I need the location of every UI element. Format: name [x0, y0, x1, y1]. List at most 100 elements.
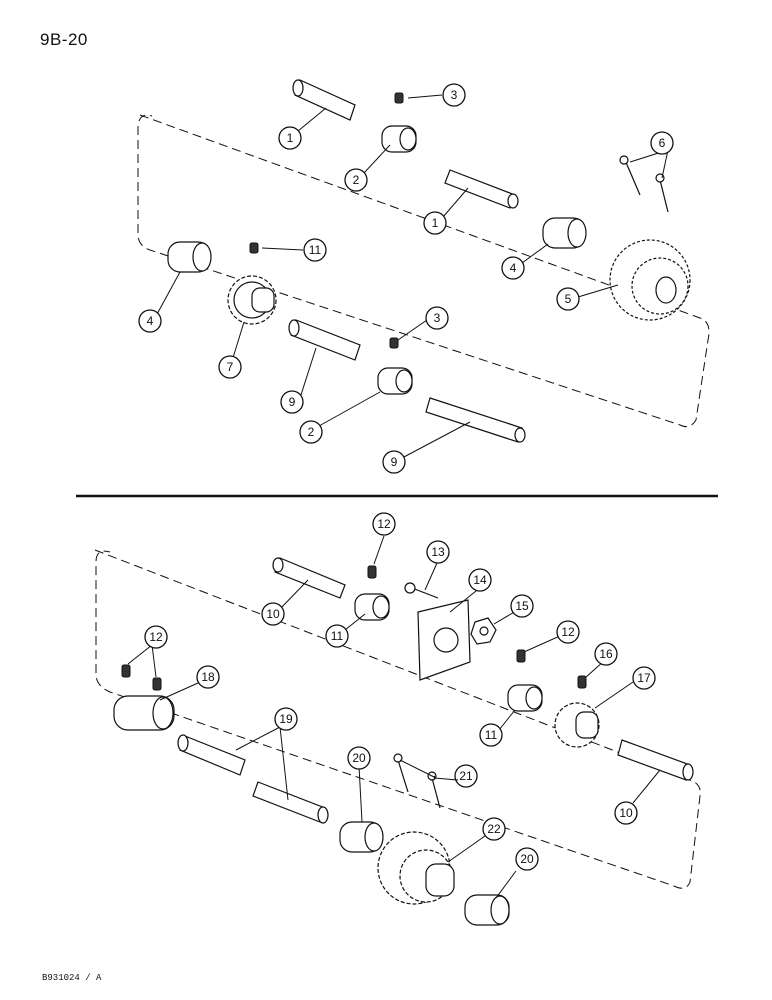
svg-text:4: 4 — [147, 314, 154, 328]
sprocket-part-22 — [377, 831, 455, 905]
callout-20-lower: 20 — [515, 847, 539, 871]
shaft-part-10-lower — [617, 739, 694, 781]
callout-5: 5 — [556, 287, 580, 311]
svg-text:7: 7 — [227, 360, 234, 374]
callout-12-left: 12 — [144, 625, 168, 649]
callout-6: 6 — [650, 131, 674, 155]
callout-4-left: 4 — [138, 309, 162, 333]
shaft-part-10-upper — [272, 557, 346, 599]
sprocket-part-5 — [609, 239, 691, 321]
bushing-part-20-lower — [464, 894, 510, 926]
setscrew-part-12-left-a — [121, 664, 131, 678]
setscrew-part-11-top — [249, 242, 259, 254]
callout-12-top: 12 — [372, 512, 396, 536]
callout-9-upper: 9 — [280, 390, 304, 414]
callout-20-upper: 20 — [347, 746, 371, 770]
callout-13: 13 — [426, 540, 450, 564]
callout-1-upper: 1 — [278, 126, 302, 150]
sprocket-part-17 — [554, 702, 600, 748]
svg-text:22: 22 — [487, 822, 501, 836]
setscrew-part-16 — [577, 675, 587, 689]
callout-2-upper: 2 — [344, 168, 368, 192]
setscrew-part-12-top — [367, 565, 377, 579]
coupler-part-18 — [113, 695, 175, 731]
callout-21: 21 — [454, 764, 478, 788]
top-assembly-boundary — [137, 114, 710, 428]
cotter-pins-part-21 — [393, 753, 441, 809]
callout-7: 7 — [218, 355, 242, 379]
page-number: 9B-20 — [40, 30, 88, 49]
bushing-part-4-left — [167, 241, 212, 273]
setscrew-part-3-upper — [394, 92, 404, 104]
svg-text:12: 12 — [561, 625, 575, 639]
callout-2-lower: 2 — [299, 420, 323, 444]
svg-text:20: 20 — [520, 852, 534, 866]
svg-text:17: 17 — [637, 671, 651, 685]
svg-text:14: 14 — [473, 573, 487, 587]
svg-text:20: 20 — [352, 751, 366, 765]
svg-text:13: 13 — [431, 545, 445, 559]
svg-text:19: 19 — [279, 712, 293, 726]
svg-text:3: 3 — [434, 311, 441, 325]
svg-text:11: 11 — [485, 728, 498, 742]
collar-part-11-lower — [507, 684, 543, 712]
callout-18: 18 — [196, 665, 220, 689]
callout-14: 14 — [468, 568, 492, 592]
svg-text:11: 11 — [309, 243, 322, 257]
bolt-part-13 — [404, 582, 439, 599]
svg-text:18: 18 — [201, 670, 215, 684]
svg-text:1: 1 — [432, 216, 439, 230]
figure-id: B931024 / A — [42, 973, 102, 983]
shaft-part-19-upper — [177, 734, 246, 776]
callout-12-mid: 12 — [556, 620, 580, 644]
svg-text:1: 1 — [287, 131, 294, 145]
flange-bearing-part-14 — [417, 599, 471, 681]
callout-15: 15 — [510, 594, 534, 618]
shaft-part-1-upper — [292, 79, 356, 121]
callout-22: 22 — [482, 817, 506, 841]
callout-3-lower: 3 — [425, 306, 449, 330]
svg-text:2: 2 — [353, 173, 360, 187]
collar-part-2-upper — [381, 125, 417, 153]
nut-part-15 — [470, 617, 497, 645]
svg-text:5: 5 — [565, 292, 572, 306]
setscrew-part-12-left-b — [152, 677, 162, 691]
callout-4-right: 4 — [501, 256, 525, 280]
svg-text:2: 2 — [308, 425, 315, 439]
leader-lines — [127, 94, 669, 899]
setscrew-part-3-lower — [389, 337, 399, 349]
callout-11-top: 11 — [303, 238, 327, 262]
shaft-part-1-middle — [444, 169, 519, 209]
callout-19: 19 — [274, 707, 298, 731]
callout-16: 16 — [594, 642, 618, 666]
callout-3-upper: 3 — [442, 83, 466, 107]
svg-text:3: 3 — [451, 88, 458, 102]
bottom-assembly-boundary — [94, 549, 701, 889]
callout-10-upper: 10 — [261, 602, 285, 626]
svg-text:4: 4 — [510, 261, 517, 275]
collar-part-2-lower — [377, 367, 413, 395]
callout-11-lower: 11 — [479, 723, 503, 747]
sprocket-part-7 — [227, 275, 277, 325]
svg-text:10: 10 — [619, 806, 633, 820]
callout-17: 17 — [632, 666, 656, 690]
setscrew-part-12-mid — [516, 649, 526, 663]
bushing-part-20-upper — [339, 821, 384, 853]
collar-part-11-upper — [354, 593, 390, 621]
svg-text:12: 12 — [149, 630, 163, 644]
svg-text:12: 12 — [377, 517, 391, 531]
shaft-part-9-upper — [288, 319, 361, 361]
cotter-pins-part-6 — [619, 155, 669, 213]
callout-10-lower: 10 — [614, 801, 638, 825]
bushing-part-4-right — [542, 217, 587, 249]
svg-text:16: 16 — [599, 647, 613, 661]
svg-text:9: 9 — [289, 395, 296, 409]
callout-11-upper: 11 — [325, 624, 349, 648]
callout-9-lower: 9 — [382, 450, 406, 474]
svg-text:9: 9 — [391, 455, 398, 469]
svg-text:21: 21 — [459, 769, 473, 783]
callout-1-middle: 1 — [423, 211, 447, 235]
shaft-part-19-lower — [252, 781, 329, 824]
svg-text:6: 6 — [659, 136, 666, 150]
